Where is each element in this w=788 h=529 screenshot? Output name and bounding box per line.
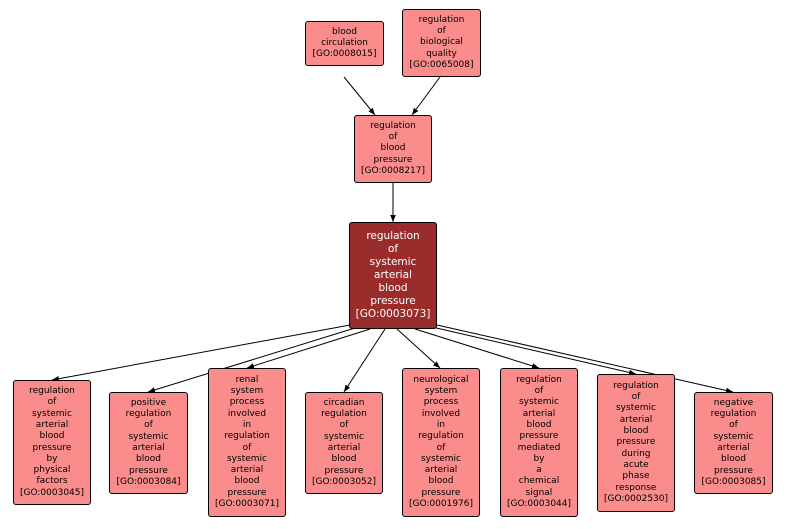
node-negative-regulation[interactable]: negative regulation of systemic arterial…: [694, 392, 773, 494]
edge-biological-quality-to-regulation-of-blood-pressure: [411, 76, 441, 116]
edge-to-positive-regulation: [147, 327, 356, 393]
node-label: regulation of biological quality [GO:006…: [409, 14, 474, 70]
edge-to-neurological-system-process: [396, 328, 441, 369]
edge-to-renal-system-process: [246, 328, 371, 369]
edge-to-mediated-by-chemical-signal: [414, 328, 540, 369]
node-label: positive regulation of systemic arterial…: [116, 397, 181, 487]
node-label: blood circulation [GO:0008015]: [312, 26, 377, 60]
node-circadian-regulation[interactable]: circadian regulation of systemic arteria…: [305, 392, 383, 494]
node-label: negative regulation of systemic arterial…: [701, 397, 766, 487]
node-regulation-mediated-by-chemical-signal[interactable]: regulation of systemic arterial blood pr…: [500, 368, 578, 517]
node-label: regulation of blood pressure [GO:0008217…: [360, 120, 426, 176]
node-regulation-of-systemic-arterial-blood-pressure[interactable]: regulation of systemic arterial blood pr…: [349, 222, 437, 329]
node-label: regulation of systemic arterial blood pr…: [355, 230, 431, 320]
node-label: renal system process involved in regulat…: [214, 374, 280, 509]
edge-to-by-physical-factors: [51, 324, 351, 382]
edge-to-negative-regulation: [436, 324, 734, 394]
node-label: neurological system process involved in …: [408, 374, 474, 509]
node-renal-system-process[interactable]: renal system process involved in regulat…: [208, 368, 286, 517]
edge-to-circadian-regulation: [343, 328, 386, 393]
node-blood-circulation[interactable]: blood circulation [GO:0008015]: [305, 21, 384, 66]
edge-to-during-acute-phase-response: [431, 326, 637, 376]
node-positive-regulation[interactable]: positive regulation of systemic arterial…: [109, 392, 188, 494]
node-regulation-during-acute-phase-response[interactable]: regulation of systemic arterial blood pr…: [597, 374, 675, 512]
node-label: regulation of systemic arterial blood pr…: [506, 374, 572, 509]
node-label: regulation of systemic arterial blood pr…: [19, 386, 85, 498]
node-label: circadian regulation of systemic arteria…: [311, 397, 377, 487]
node-regulation-of-biological-quality[interactable]: regulation of biological quality [GO:006…: [402, 9, 481, 77]
node-regulation-by-physical-factors[interactable]: regulation of systemic arterial blood pr…: [13, 380, 91, 505]
edge-blood-circulation-to-regulation-of-blood-pressure: [343, 76, 376, 116]
node-neurological-system-process[interactable]: neurological system process involved in …: [402, 368, 480, 517]
node-regulation-of-blood-pressure[interactable]: regulation of blood pressure [GO:0008217…: [354, 115, 432, 183]
node-label: regulation of systemic arterial blood pr…: [603, 380, 669, 504]
